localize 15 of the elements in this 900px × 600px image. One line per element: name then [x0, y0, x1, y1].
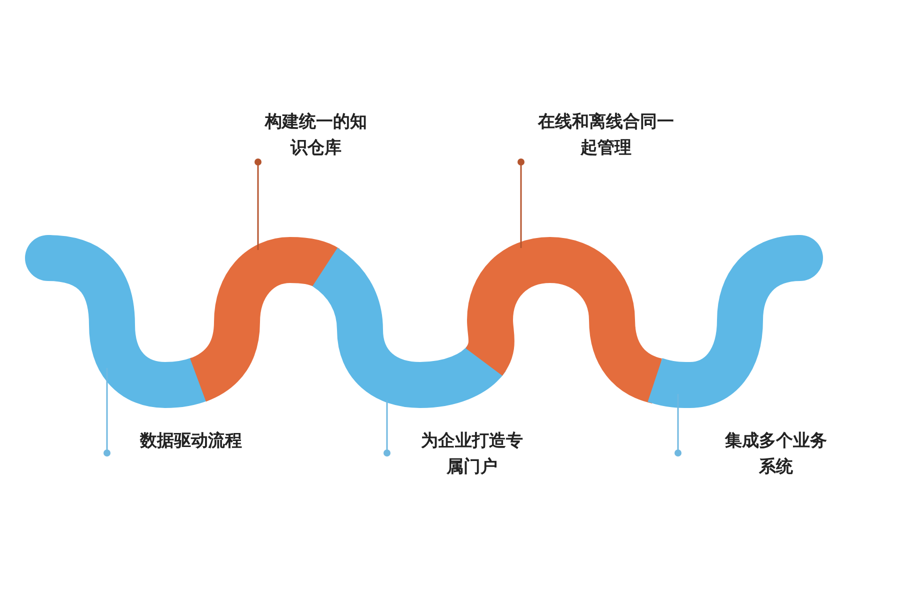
wave-band-segment — [312, 248, 505, 408]
leader-line — [674, 394, 682, 456]
wave-band-segment — [189, 237, 339, 402]
leader-line — [104, 368, 110, 456]
callout-text: 集成多个业务系统 — [721, 429, 831, 480]
wave-band-segment — [464, 237, 664, 404]
leader-line — [518, 158, 524, 248]
callout-text: 数据驱动流程 — [140, 429, 290, 454]
callout-text: 在线和离线合同一起管理 — [534, 110, 678, 161]
wave-band-segment — [648, 235, 823, 408]
wave-band-segment — [25, 235, 208, 408]
leader-line — [384, 400, 390, 456]
leader-line — [254, 158, 262, 250]
callout-text: 构建统一的知识仓库 — [261, 110, 371, 161]
callout-text: 为企业打造专属门户 — [417, 429, 527, 480]
